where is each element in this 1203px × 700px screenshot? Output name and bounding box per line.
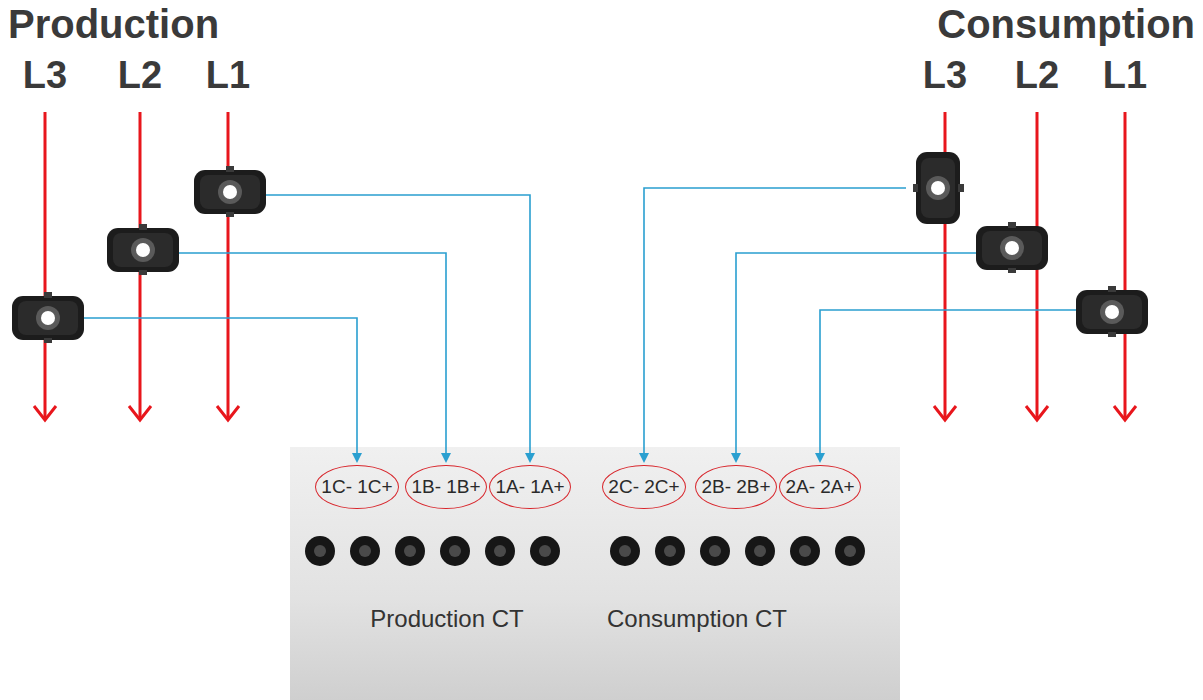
phase-label: L3 (23, 55, 67, 97)
panel-caption: Production CT (370, 605, 523, 633)
phase-label: L1 (1103, 55, 1147, 97)
phase-label: L2 (118, 55, 162, 97)
terminal-label: 2A- 2A+ (785, 476, 854, 498)
terminal-oval: 2A- 2A+ (779, 465, 860, 509)
terminal-oval: 2B- 2B+ (695, 465, 776, 509)
terminal-panel (290, 447, 900, 700)
terminal-label: 2C- 2C+ (608, 476, 679, 498)
terminal-label: 1C- 1C+ (321, 476, 392, 498)
phase-lines (34, 112, 1136, 420)
terminal-oval: 1C- 1C+ (315, 465, 398, 509)
phase-label: L3 (923, 55, 967, 97)
phase-label: L2 (1015, 55, 1059, 97)
terminal-label: 2B- 2B+ (701, 476, 770, 498)
ct-wires (84, 188, 1092, 461)
section-heading: Consumption (937, 2, 1195, 46)
phase-label: L1 (206, 55, 250, 97)
terminal-block: Production CT Consumption CT 1C- 1C+ 1B- 1B… (290, 445, 900, 700)
panel-caption: Consumption CT (607, 605, 787, 633)
ct-clamps (12, 152, 1148, 343)
terminal-oval: 1B- 1B+ (405, 465, 486, 509)
section-heading: Production (8, 2, 219, 46)
terminal-label: 1B- 1B+ (411, 476, 480, 498)
terminal-oval: 1A- 1A+ (489, 465, 570, 509)
terminal-label: 1A- 1A+ (495, 476, 564, 498)
terminal-oval: 2C- 2C+ (602, 465, 685, 509)
terminal-holes (305, 536, 865, 566)
